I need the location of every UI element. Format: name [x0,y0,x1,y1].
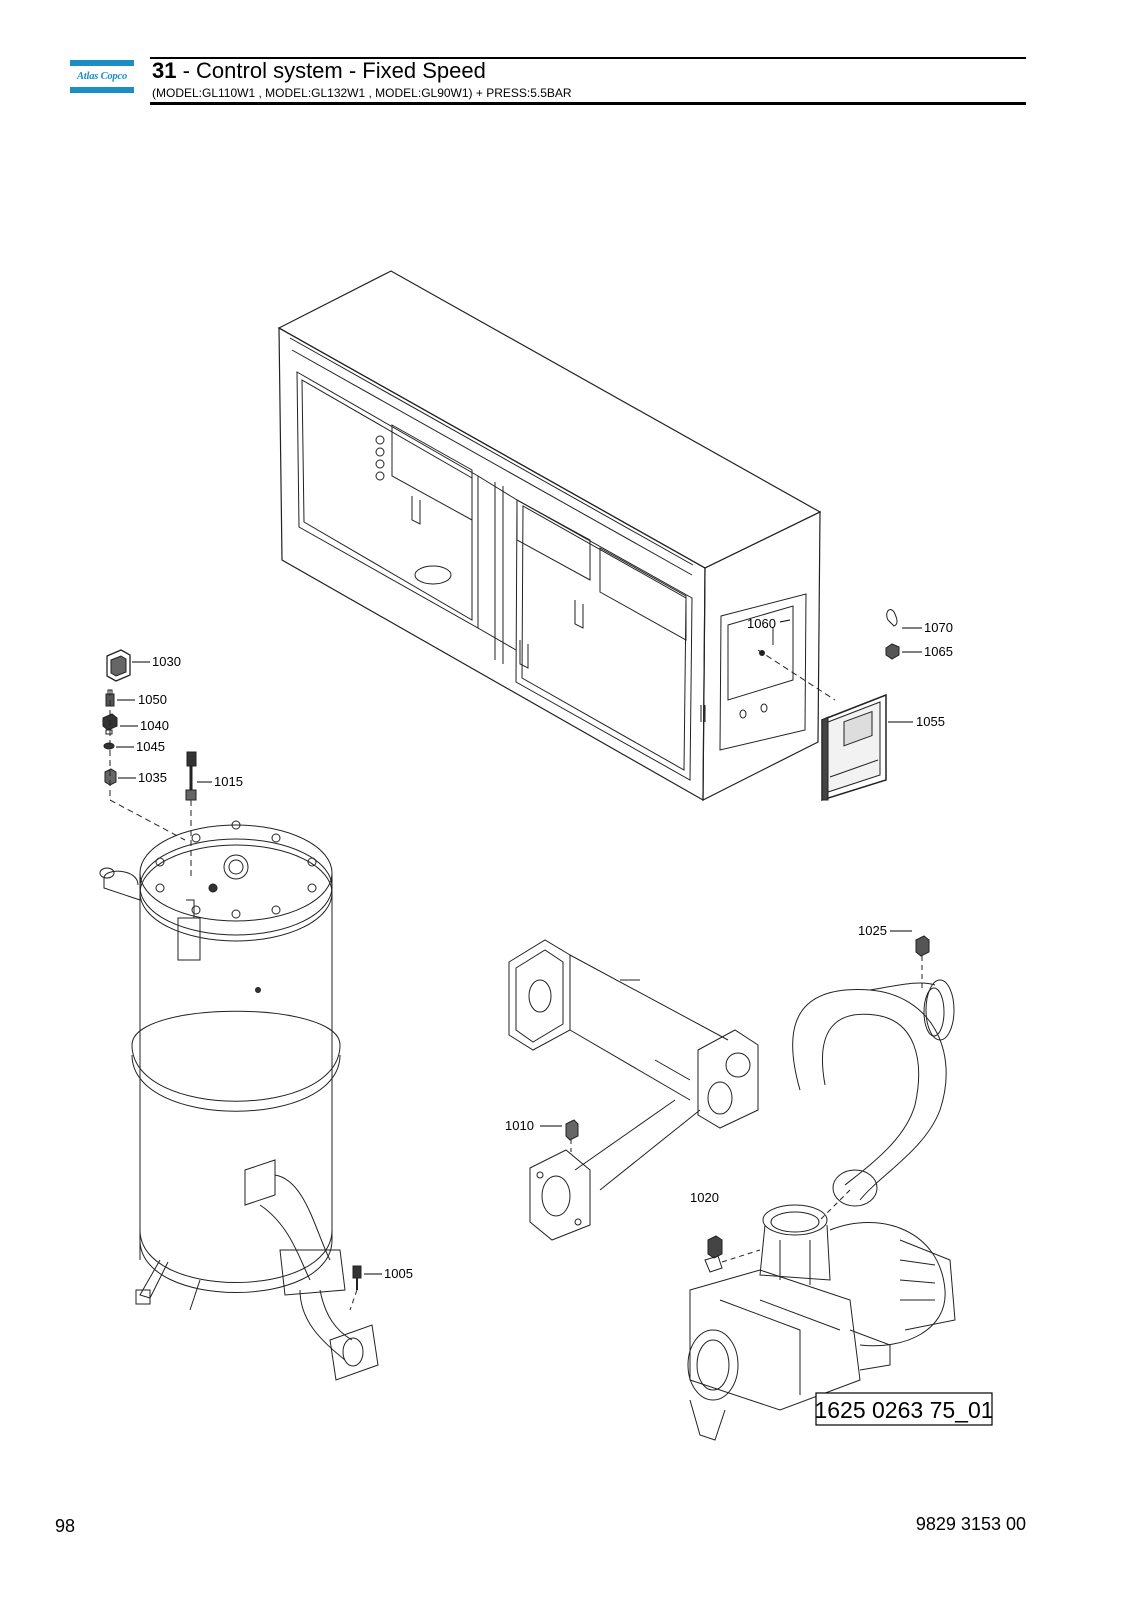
callout-1020: 1020 [690,1190,719,1205]
logo-bar-bottom [70,87,134,93]
section-number: 31 [152,58,177,83]
logo-bar-top [70,60,134,66]
section-title: - Control system - Fixed Speed [176,58,486,83]
callout-1040: 1040 [140,718,169,733]
control-cabinet [277,270,822,802]
document-number: 9829 3153 00 [915,1514,1026,1534]
callout-1070: 1070 [924,620,953,635]
screw-1060 [759,650,765,656]
callout-1045: 1045 [136,739,165,754]
callout-1065: 1065 [924,644,953,659]
pressure-switch-1030 [106,649,131,682]
callout-1005: 1005 [384,1266,413,1281]
sensor-1025 [915,935,930,957]
callout-1010: 1010 [505,1118,534,1133]
model-subtitle: (MODEL:GL110W1 , MODEL:GL132W1 , MODEL:G… [152,86,572,100]
fitting-1035 [104,768,117,786]
clip-1065 [885,643,900,660]
cooler-pipe-assembly [508,939,759,1241]
callout-1035: 1035 [138,770,167,785]
callout-1030: 1030 [152,654,181,669]
logo-word: Atlas Copco [76,71,127,82]
controller-1055 [821,693,887,802]
washer-1045 [103,742,115,750]
compressor-element [687,1204,956,1441]
drawing-reference: 1625 0263 75_01 [814,1397,993,1423]
callout-1055: 1055 [916,714,945,729]
callout-1050: 1050 [138,692,167,707]
sensor-1005 [352,1265,362,1290]
air-receiver-vessel [99,820,379,1381]
header-rule-bottom [150,102,1026,105]
page-title: 31 - Control system - Fixed Speed [152,58,486,84]
drawing-reference-box: 1625 0263 75_01 [814,1392,994,1426]
callout-1015: 1015 [214,774,243,789]
callout-leaders [116,619,922,1275]
callout-1025: 1025 [858,923,887,938]
header-rule-top [150,57,1026,59]
seal-ring-1070 [886,609,898,627]
sensor-1010 [565,1119,579,1141]
atlas-copco-logo: Atlas Copco [70,60,134,94]
sensor-1020 [704,1235,723,1273]
discharge-elbow [792,979,955,1207]
sensor-1015 [185,751,197,801]
callout-1060: 1060 [747,616,776,631]
page-number: 98 [55,1516,76,1536]
